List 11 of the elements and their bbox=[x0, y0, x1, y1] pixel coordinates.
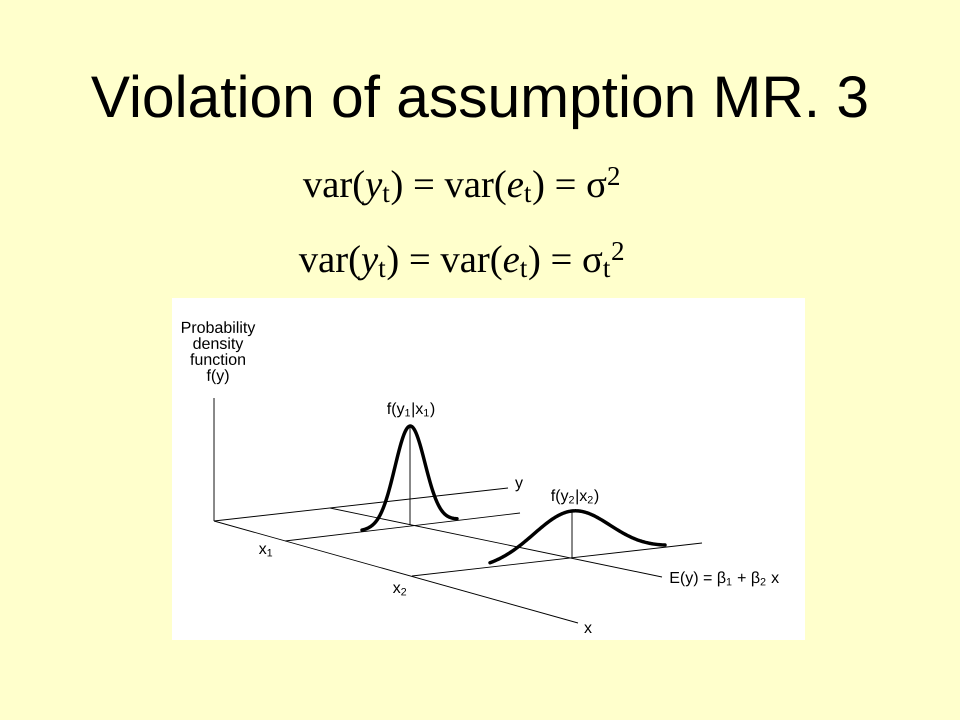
curve-label: f(y$_{1}$|x$_{1}$) bbox=[387, 402, 434, 418]
title: Violation of assumption MR. 3 bbox=[91, 74, 866, 130]
curve-label: f(y$_{2}$|x$_{2}$) bbox=[551, 489, 598, 504]
tick-label: x$_{2}$ bbox=[392, 584, 406, 596]
axis-label: x bbox=[584, 624, 592, 633]
formula: var(y$_{t}$) = var(e$_{t}$) = σ$^{2}$ bbox=[302, 167, 619, 206]
tick-label: x$_{1}$ bbox=[258, 546, 272, 556]
axis-label: y bbox=[515, 480, 523, 492]
axis-label: Probability density function f(y) bbox=[182, 321, 256, 384]
line-label: E(y) = β$_{1}$ + β$_{2}$ x bbox=[670, 571, 779, 586]
formula: var(y$_{t}$) = var(e$_{t}$) = σ$_{t}$2 bbox=[298, 242, 624, 280]
